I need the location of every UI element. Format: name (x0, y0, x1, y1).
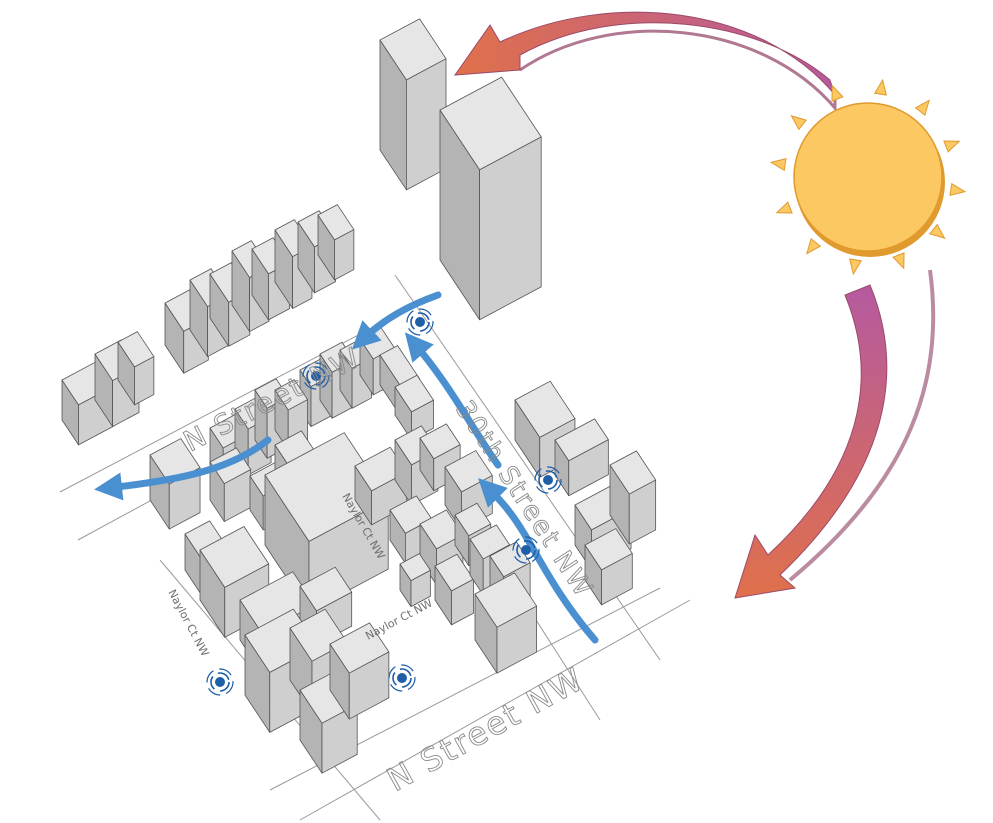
building-block (399, 553, 431, 607)
street-label-naylor-ct-2: Naylor Ct NW (363, 596, 434, 642)
tower-building (439, 76, 542, 321)
sun-ray-icon (914, 99, 930, 117)
sun-path-top (453, 11, 837, 113)
sun-ray-icon (790, 115, 808, 131)
sound-wave-icon (512, 536, 540, 564)
building-block (117, 331, 155, 406)
sun-ray-icon (806, 237, 822, 255)
sun-ray-icon (873, 78, 887, 96)
sun-ray-icon (775, 201, 793, 214)
wind-arrow-icon (404, 332, 502, 469)
wind-arrow-icon (351, 291, 442, 350)
sound-wave-icon (388, 664, 416, 692)
building-block (554, 418, 609, 497)
building-block (434, 553, 474, 626)
sound-wave-icon (302, 362, 330, 390)
sun-path-arrow-icon (453, 11, 836, 96)
buildings-layer (61, 18, 657, 774)
street-label-n-street-bottom: N Street NW (380, 660, 590, 799)
building-block (317, 204, 355, 281)
sound-wave-icon (406, 308, 434, 336)
sound-wave-icon (534, 466, 562, 494)
sun-ray-icon (943, 140, 961, 153)
sun-ray-icon (949, 182, 967, 196)
sun-ray-icon (892, 252, 905, 270)
sun-path-bottom (734, 269, 936, 599)
sun-ray-icon (831, 84, 844, 102)
building-block (474, 572, 537, 674)
noise-markers (206, 308, 562, 696)
sun-ray-icon (849, 258, 863, 276)
building-block (609, 450, 657, 545)
sun-ray-icon (769, 158, 787, 172)
sound-wave-icon (206, 668, 234, 696)
sun-ray-icon (928, 223, 946, 239)
wind-arrow-icon (94, 436, 272, 501)
building-block (584, 528, 633, 606)
building-block (329, 622, 390, 720)
sun-path-arrow-icon (734, 284, 888, 599)
tower-building (379, 18, 447, 191)
sun-icon (769, 78, 967, 276)
